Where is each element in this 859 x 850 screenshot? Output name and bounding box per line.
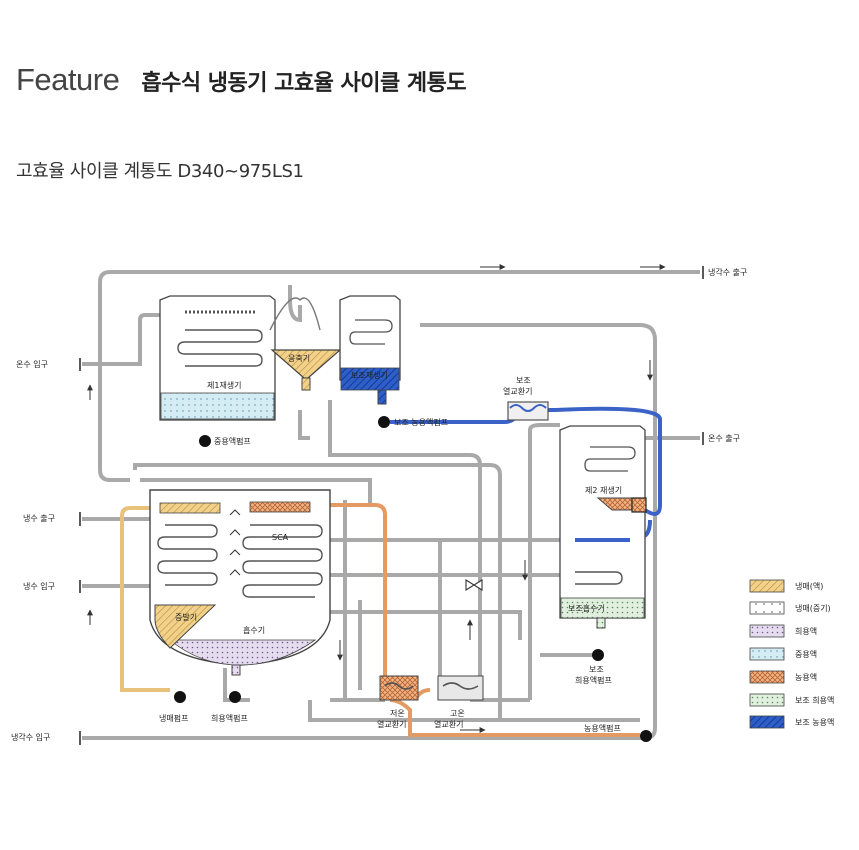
legend-label: 농용액 (795, 672, 817, 682)
low-temp-heat-exchanger (379, 675, 419, 701)
legend-swatch (749, 670, 785, 684)
label-aux-generator: 보조재생기 (351, 370, 388, 380)
legend-swatch (749, 579, 785, 593)
label-evaporator: 증발기 (175, 612, 197, 622)
high-temp-heat-exchanger (437, 675, 484, 701)
label-sca: SCA (272, 533, 289, 542)
feature-label: Feature (16, 62, 120, 97)
port-cooling-water-out: 냉각수 출구 (708, 267, 747, 277)
second-generator (559, 425, 647, 629)
legend-label: 희용액 (795, 626, 817, 636)
condenser (269, 297, 342, 391)
label-low-hx-2: 열교환기 (377, 719, 406, 729)
first-generator (159, 295, 276, 421)
aux-generator (339, 295, 401, 405)
label-aux-dilute-pump-2: 희용액펌프 (575, 675, 612, 685)
refrigerant-line (120, 506, 170, 692)
legend-swatch (749, 647, 785, 661)
label-high-hx-1: 고온 (450, 709, 465, 718)
legend-label: 냉매(액) (795, 581, 823, 591)
label-second-generator: 제2 재생기 (585, 485, 622, 495)
flow-arrows (87, 264, 666, 733)
label-refrigerant-pump: 냉매펌프 (159, 713, 188, 723)
port-cooling-water-in: 냉각수 입구 (11, 732, 50, 742)
legend-swatch (749, 624, 785, 638)
label-dilute-pump: 희용액펌프 (211, 713, 248, 723)
label-low-hx-1: 저온 (390, 709, 405, 718)
label-high-hx-2: 열교환기 (434, 719, 463, 729)
pumps (174, 416, 652, 742)
label-aux-hx-1: 보조 (516, 376, 531, 385)
port-chilled-water-out: 냉수 출구 (23, 513, 55, 523)
port-terminals (79, 266, 704, 745)
port-chilled-water-in: 냉수 입구 (23, 581, 55, 591)
label-concentrated-pump: 농용액펌프 (584, 723, 621, 733)
legend-swatch (749, 601, 785, 615)
page-title: 흡수식 냉동기 고효율 사이클 계통도 (141, 71, 467, 96)
port-hot-water-out: 온수 출구 (708, 433, 740, 443)
header: Feature 흡수식 냉동기 고효율 사이클 계통도 (16, 62, 467, 98)
legend-swatch (749, 693, 785, 707)
label-absorber: 흡수기 (243, 625, 265, 635)
expansion-valve (465, 579, 483, 591)
legend-label: 보조 농용액 (795, 717, 834, 727)
legend-label: 냉매(증기) (795, 603, 831, 613)
diagram-subtitle: 고효율 사이클 계통도 D340~975LS1 (16, 161, 304, 182)
label-aux-dilute-pump-1: 보조 (589, 665, 604, 674)
legend-label: 보조 희용액 (795, 695, 834, 705)
aux-heat-exchanger (507, 401, 549, 421)
label-aux-concentrated-pump: 보조 농용액펌프 (394, 417, 448, 427)
label-condenser: 응축기 (288, 354, 310, 363)
label-aux-absorber: 보조흡수기 (568, 603, 605, 613)
legend-label: 중용액 (795, 649, 817, 659)
label-mid-solution-pump: 중용액펌프 (214, 436, 251, 446)
legend-swatch (749, 715, 785, 729)
port-hot-water-in: 온수 입구 (16, 360, 48, 369)
label-first-generator: 제1재생기 (207, 380, 242, 390)
legend: 냉매(액) 냉매(증기) 희용액 중용액 농용액 보조 희용액 보조 농용액 (749, 579, 834, 729)
evaporator-absorber (149, 489, 331, 676)
label-aux-hx-2: 열교환기 (503, 386, 532, 396)
